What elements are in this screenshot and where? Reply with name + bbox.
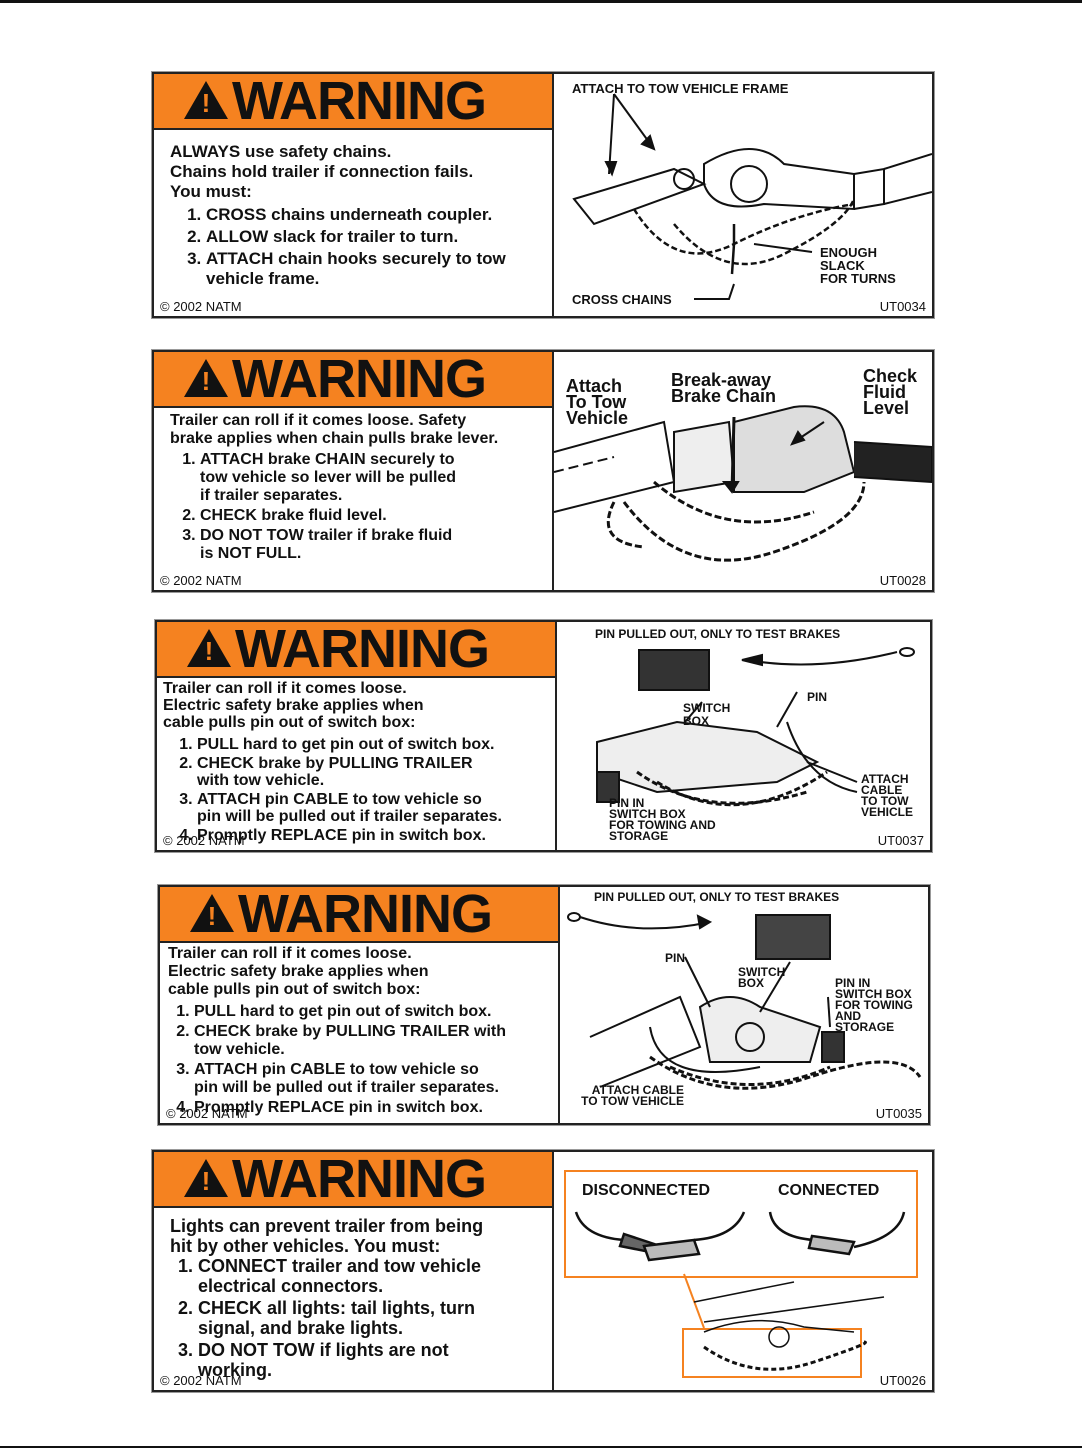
banner-text: WARNING <box>235 619 490 679</box>
caption-check-fluid: Check Fluid Level <box>863 366 918 418</box>
warning-banner: ! WARNING <box>154 74 552 130</box>
step-item: DO NOT TOW trailer if brake fluid is NOT… <box>200 527 542 563</box>
caption-breakaway-chain: Break-away Brake Chain <box>671 370 777 406</box>
steps-list: CONNECT trailer and tow vehicle electric… <box>170 1256 542 1380</box>
copyright: © 2002 NATM <box>166 1106 248 1121</box>
part-code: UT0026 <box>879 1373 926 1388</box>
switch-box-illustration <box>567 912 922 1090</box>
step-item: ATTACH brake CHAIN securely to tow vehic… <box>200 451 542 505</box>
banner-text: WARNING <box>232 71 487 131</box>
caption-pin: PIN <box>807 690 828 704</box>
banner-text: WARNING <box>238 884 493 944</box>
caption-pin-pulled: PIN PULLED OUT, ONLY TO TEST BRAKES <box>595 627 841 641</box>
copyright: © 2002 NATM <box>160 573 242 588</box>
step-item: ATTACH chain hooks securely to tow vehic… <box>206 249 542 289</box>
warning-label-lights: ! WARNING Lights can prevent trailer fro… <box>152 1150 934 1392</box>
caption-pin-pulled: PIN PULLED OUT, ONLY TO TEST BRAKES <box>594 890 840 904</box>
warning-label-safety-chains: ! WARNING ALWAYS use safety chains. Chai… <box>152 72 934 318</box>
step-item: CROSS chains underneath coupler. <box>206 205 542 225</box>
warning-triangle-icon: ! <box>184 81 228 119</box>
breakaway-illustration <box>554 405 932 562</box>
warning-triangle-icon: ! <box>187 629 231 667</box>
step-item: DO NOT TOW if lights are not working. <box>198 1340 542 1380</box>
caption-cross-chains: CROSS CHAINS <box>572 292 672 307</box>
illustration-panel: PIN PULLED OUT, ONLY TO TEST BRAKES PIN … <box>560 887 928 1123</box>
step-item: CHECK brake by PULLING TRAILER with tow … <box>197 755 545 789</box>
caption-enough-slack: ENOUGH SLACK FOR TURNS <box>820 245 896 286</box>
part-code: UT0034 <box>879 299 926 314</box>
warning-triangle-icon: ! <box>184 359 228 397</box>
step-item: PULL hard to get pin out of switch box. <box>194 1003 548 1021</box>
caption-attach-vehicle: Attach To Tow Vehicle <box>566 376 629 428</box>
step-item: CHECK brake by PULLING TRAILER with tow … <box>194 1023 548 1059</box>
label-body: Trailer can roll if it comes loose. Elec… <box>160 943 558 1117</box>
warning-banner: ! WARNING <box>160 887 558 943</box>
caption-disconnected: DISCONNECTED <box>582 1182 711 1199</box>
caption-attach-cable: ATTACH CABLE TO TOW VEHICLE <box>861 772 914 819</box>
copyright: © 2002 NATM <box>160 1373 242 1388</box>
label-text-panel: ! WARNING Lights can prevent trailer fro… <box>154 1152 554 1390</box>
part-code: UT0037 <box>877 833 924 848</box>
warning-label-switch-box-1: ! WARNING Trailer can roll if it comes l… <box>155 620 932 852</box>
bottom-rule <box>0 1446 1082 1448</box>
banner-text: WARNING <box>232 1149 487 1209</box>
warning-banner: ! WARNING <box>157 622 555 678</box>
part-code: UT0035 <box>875 1106 922 1121</box>
copyright: © 2002 NATM <box>163 833 245 848</box>
part-code: UT0028 <box>879 573 926 588</box>
label-body: ALWAYS use safety chains. Chains hold tr… <box>154 130 552 289</box>
step-item: ATTACH pin CABLE to tow vehicle so pin w… <box>197 791 545 825</box>
caption-pin-in-switch: PIN IN SWITCH BOX FOR TOWING AND STORAGE <box>835 976 913 1034</box>
connector-detail-frame <box>564 1170 918 1278</box>
illustration-panel: PIN PULLED OUT, ONLY TO TEST BRAKES SWIT… <box>557 622 930 850</box>
label-intro: ALWAYS use safety chains. Chains hold tr… <box>170 142 474 201</box>
steps-list: ATTACH brake CHAIN securely to tow vehic… <box>170 451 542 563</box>
warning-banner: ! WARNING <box>154 1152 552 1208</box>
step-item: CHECK all lights: tail lights, turn sign… <box>198 1298 542 1338</box>
label-intro: Trailer can roll if it comes loose. Elec… <box>168 945 429 998</box>
caption-attach-frame: ATTACH TO TOW VEHICLE FRAME <box>572 81 789 96</box>
step-item: CHECK brake fluid level. <box>200 507 542 525</box>
warning-label-breakaway-chain: ! WARNING Trailer can roll if it comes l… <box>152 350 934 592</box>
label-text-panel: ! WARNING Trailer can roll if it comes l… <box>157 622 557 850</box>
step-item: ATTACH pin CABLE to tow vehicle so pin w… <box>194 1061 548 1097</box>
copyright: © 2002 NATM <box>160 299 242 314</box>
caption-pin-in-switch: PIN IN SWITCH BOX FOR TOWING AND STORAGE <box>609 796 716 843</box>
label-body: Lights can prevent trailer from being hi… <box>154 1208 552 1380</box>
steps-list: CROSS chains underneath coupler. ALLOW s… <box>170 205 542 289</box>
lights-connector-illustration <box>574 1211 906 1371</box>
top-rule <box>0 0 1082 3</box>
label-text-panel: ! WARNING Trailer can roll if it comes l… <box>154 352 554 590</box>
step-item: ALLOW slack for trailer to turn. <box>206 227 542 247</box>
steps-list: PULL hard to get pin out of switch box. … <box>163 736 545 844</box>
warning-banner: ! WARNING <box>154 352 552 408</box>
step-item: CONNECT trailer and tow vehicle electric… <box>198 1256 542 1296</box>
label-intro: Lights can prevent trailer from being hi… <box>170 1216 484 1256</box>
switch-box-illustration <box>596 647 915 807</box>
warning-label-switch-box-2: ! WARNING Trailer can roll if it comes l… <box>158 885 930 1125</box>
caption-connected: CONNECTED <box>778 1182 880 1199</box>
caption-attach-cable: ATTACH CABLE TO TOW VEHICLE <box>581 1083 684 1108</box>
caption-switch-box: SWITCH BOX <box>738 965 786 990</box>
step-item: Promptly REPLACE pin in switch box. <box>197 827 545 844</box>
step-item: Promptly REPLACE pin in switch box. <box>194 1099 548 1117</box>
label-intro: Trailer can roll if it comes loose. Safe… <box>170 412 499 447</box>
coupler-chains-illustration <box>572 93 932 300</box>
illustration-panel: Attach To Tow Vehicle Break-away Brake C… <box>554 352 932 590</box>
illustration-panel: ATTACH TO TOW VEHICLE FRAME ENOUGH SLACK… <box>554 74 932 316</box>
banner-text: WARNING <box>232 349 487 409</box>
label-text-panel: ! WARNING ALWAYS use safety chains. Chai… <box>154 74 554 316</box>
label-text-panel: ! WARNING Trailer can roll if it comes l… <box>160 887 560 1123</box>
label-intro: Trailer can roll if it comes loose. Elec… <box>163 680 424 731</box>
step-item: PULL hard to get pin out of switch box. <box>197 736 545 753</box>
warning-triangle-icon: ! <box>184 1159 228 1197</box>
label-body: Trailer can roll if it comes loose. Elec… <box>157 678 555 844</box>
caption-pin: PIN <box>665 951 686 965</box>
illustration-panel: DISCONNECTED CONNECTED UT0026 <box>554 1152 932 1390</box>
caption-switch-box: SWITCH BOX <box>683 701 731 728</box>
steps-list: PULL hard to get pin out of switch box. … <box>168 1003 548 1117</box>
label-body: Trailer can roll if it comes loose. Safe… <box>154 408 552 563</box>
warning-triangle-icon: ! <box>190 894 234 932</box>
